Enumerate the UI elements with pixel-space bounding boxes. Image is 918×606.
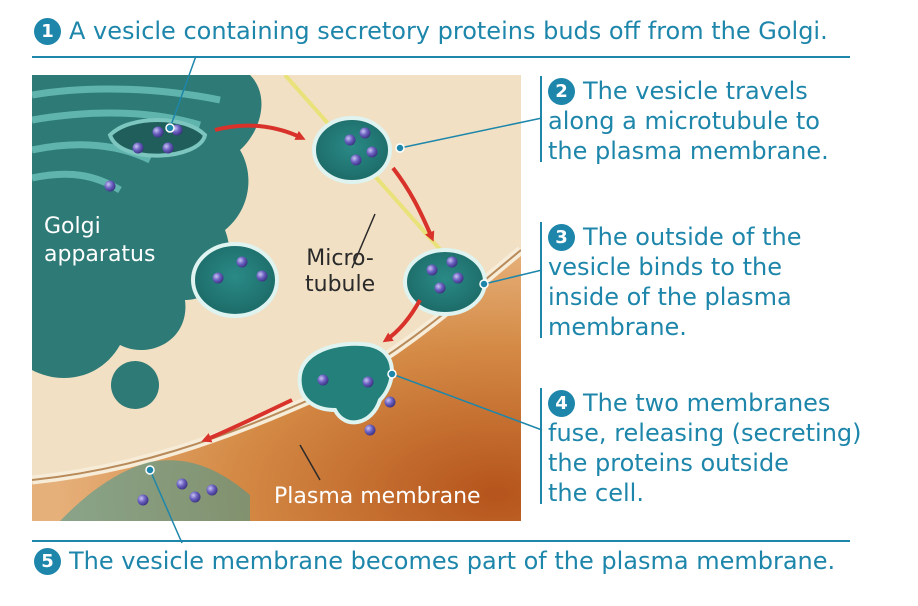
microtubule-label: Micro- tubule — [305, 246, 376, 297]
vesicle-travelling — [312, 116, 392, 184]
step-1-caption: 1 A vesicle containing secretory proteins… — [34, 17, 828, 45]
step-2-rule — [540, 76, 542, 162]
step-3-rule — [540, 222, 542, 338]
step-1-text: A vesicle containing secretory proteins … — [69, 17, 828, 45]
secretory-proteins — [104, 124, 464, 506]
step-2-number: 2 — [548, 78, 575, 105]
golgi-apparatus — [32, 75, 262, 378]
transport-arrows — [201, 123, 435, 443]
fused-membrane-patch — [60, 460, 250, 521]
step-1-number: 1 — [34, 18, 61, 45]
callout-lines — [149, 55, 543, 544]
step-3-number: 3 — [548, 224, 575, 251]
plasma-membrane-label: Plasma membrane — [274, 484, 481, 509]
step-4-number: 4 — [548, 390, 575, 417]
vesicle-fusing — [297, 341, 394, 425]
step-5-caption: 5 The vesicle membrane becomes part of th… — [34, 547, 835, 575]
golgi-vesicle-small — [111, 361, 159, 409]
step-1-rule — [32, 56, 850, 58]
step-5-text: The vesicle membrane becomes part of the… — [69, 547, 836, 575]
vesicle-free — [191, 242, 279, 318]
step-4-rule — [540, 388, 542, 504]
cell-exterior — [32, 250, 521, 521]
step-5-rule — [32, 540, 850, 542]
step-5-number: 5 — [34, 548, 61, 575]
golgi-label: Golgi apparatus — [44, 214, 156, 267]
